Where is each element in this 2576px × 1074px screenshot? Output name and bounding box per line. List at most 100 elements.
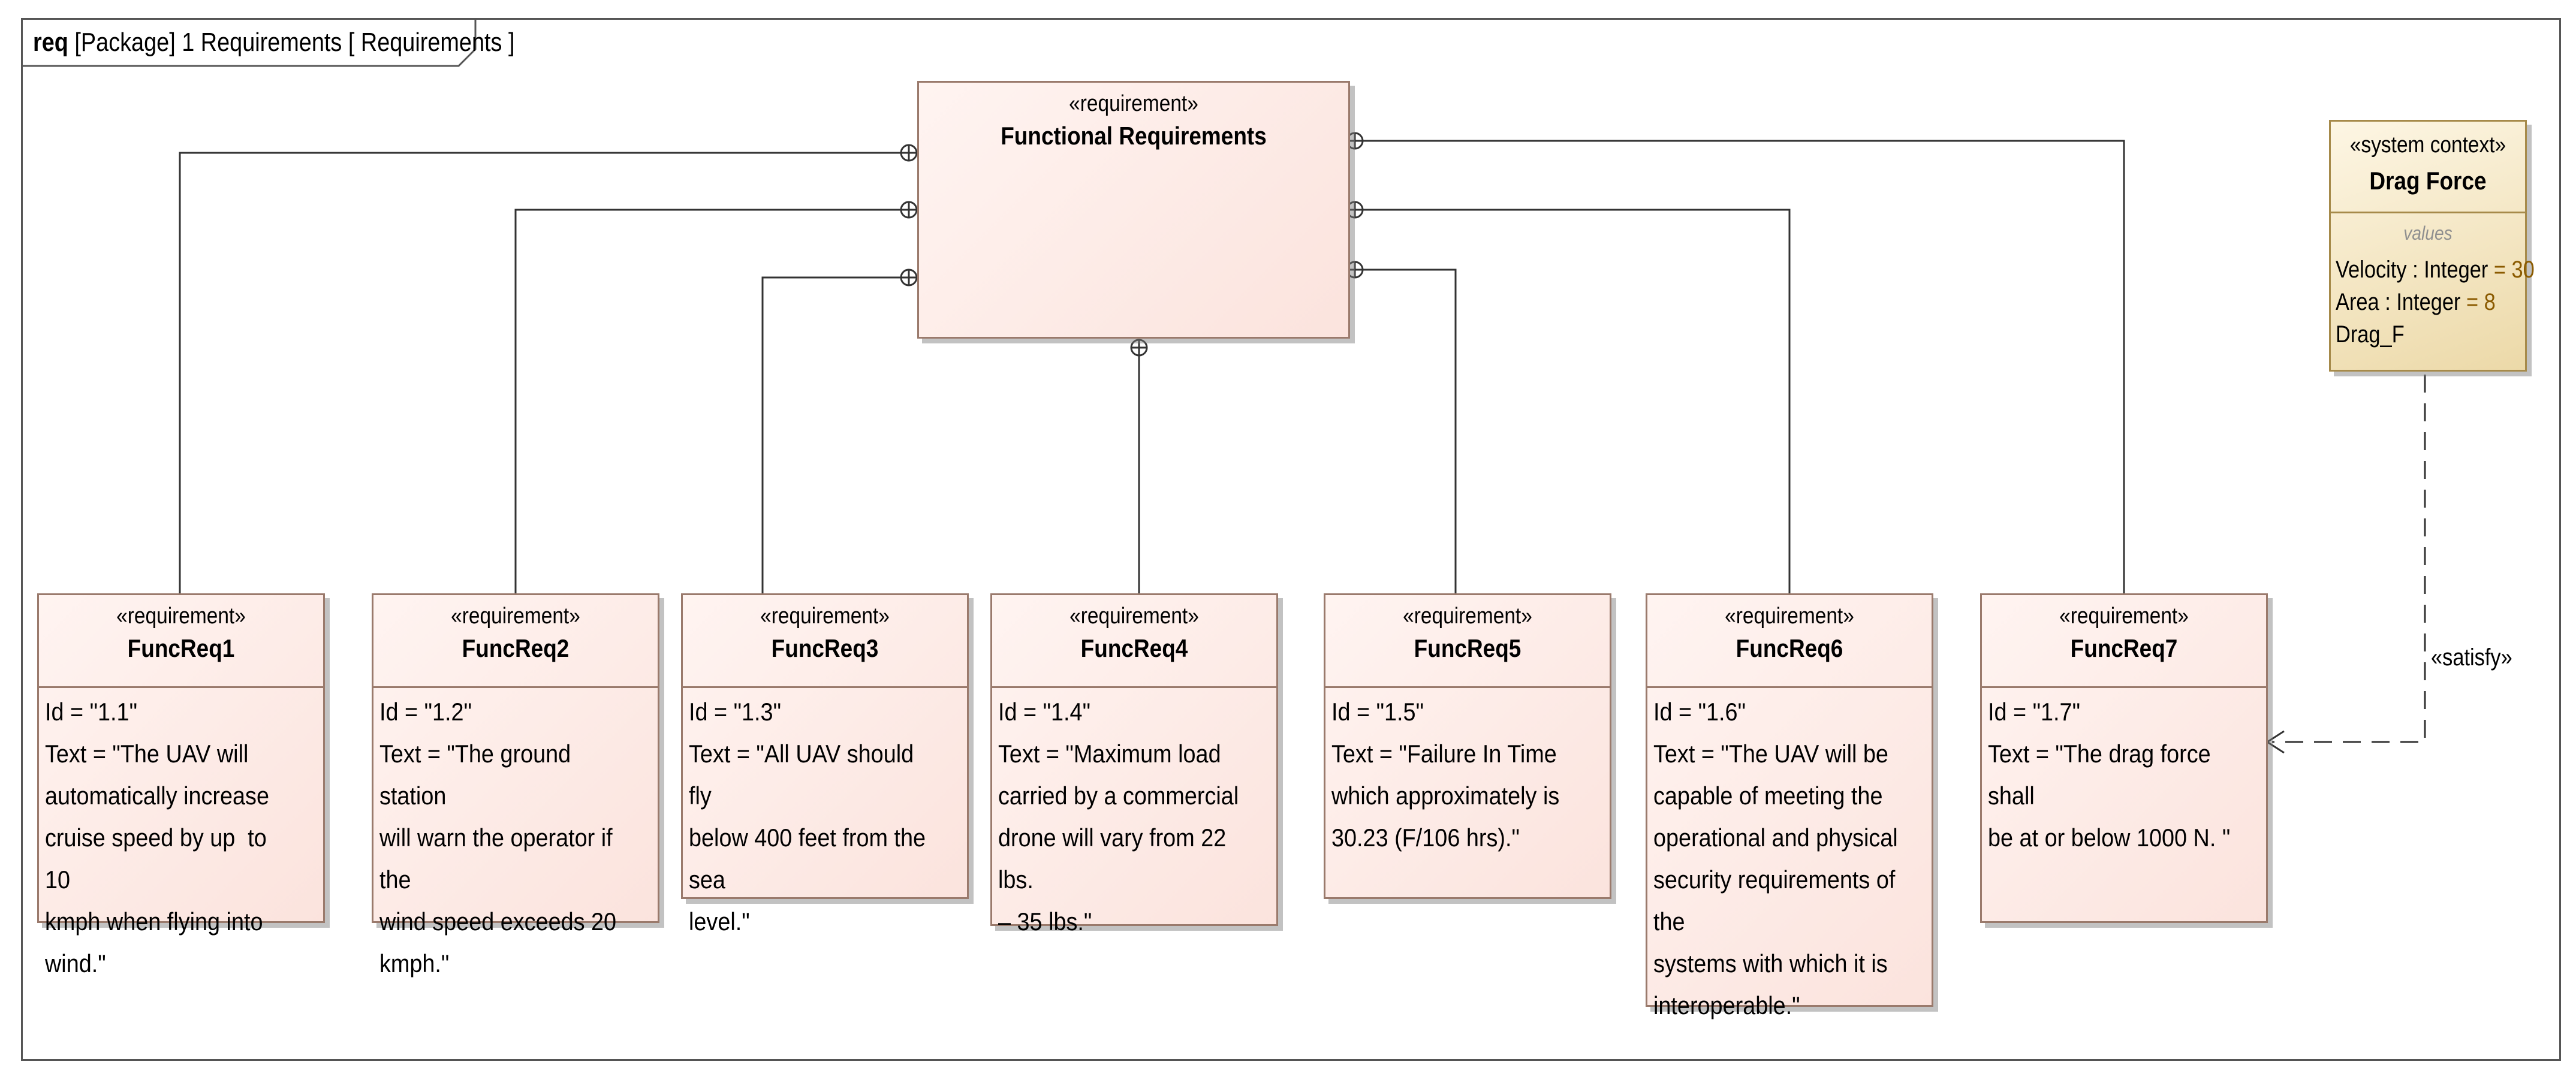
containment-markers — [900, 132, 1364, 357]
requirement-id: Id = "1.4" — [998, 698, 1090, 726]
containment-line-2 — [514, 209, 909, 593]
requirement-divider — [373, 686, 658, 688]
containment-line-3 — [761, 276, 909, 593]
requirement-name: FuncReq3 — [771, 634, 879, 662]
requirement-divider — [683, 686, 967, 688]
requirement-text-line: Text = "All UAV should fly — [689, 740, 920, 810]
requirement-divider — [1982, 686, 2266, 688]
value-name: Area — [2336, 289, 2379, 315]
requirement-attributes: Id = "1.5" Text = "Failure In Time which… — [1331, 691, 1578, 859]
requirement-text-line: Text = "The drag force shall — [1988, 740, 2218, 810]
requirement-text-line: below 400 feet from the sea — [689, 823, 932, 894]
requirement-attributes: Id = "1.3" Text = "All UAV should fly be… — [689, 691, 936, 943]
requirement-text-line: carried by a commercial — [998, 782, 1239, 810]
parent-stereotype: «requirement» — [1069, 91, 1198, 116]
requirement-stereotype: «requirement» — [451, 604, 580, 629]
requirement-stereotype: «requirement» — [1069, 604, 1199, 629]
requirement-attributes: Id = "1.2" Text = "The ground station wi… — [379, 691, 626, 985]
requirement-id: Id = "1.5" — [1331, 698, 1424, 726]
requirement-id: Id = "1.6" — [1653, 698, 1746, 726]
satisfy-dependency-line — [2272, 375, 2426, 743]
requirement-id: Id = "1.2" — [379, 698, 472, 726]
requirement-name: FuncReq7 — [2070, 634, 2178, 662]
context-name: Drag Force — [2369, 167, 2487, 195]
requirement-id: Id = "1.7" — [1988, 698, 2080, 726]
requirement-text-line: kmph." — [379, 949, 450, 978]
requirement-attributes: Id = "1.6" Text = "The UAV will be capab… — [1653, 691, 1900, 1027]
requirement-divider — [39, 686, 323, 688]
containment-line-1 — [179, 152, 909, 593]
requirement-text-line: systems with which it is — [1653, 949, 1888, 978]
requirement-divider — [1325, 686, 1610, 688]
containment-line-5 — [1355, 268, 1457, 593]
satisfy-label: «satisfy» — [2431, 644, 2512, 671]
requirement-text-line: – 35 lbs." — [998, 907, 1092, 936]
requirement-divider — [992, 686, 1276, 688]
context-divider — [2331, 212, 2525, 213]
requirement-stereotype: «requirement» — [1725, 604, 1854, 629]
value-type: : Integer — [2379, 289, 2461, 315]
requirement-text-line: Text = "The UAV will — [45, 740, 249, 768]
requirement-text-line: be at or below 1000 N. " — [1988, 823, 2231, 852]
parent-name: Functional Requirements — [1001, 122, 1267, 150]
functional-requirements-block[interactable]: «requirement» Functional Requirements — [917, 81, 1350, 339]
requirement-text-line: 30.23 (F/106 hrs)." — [1331, 823, 1520, 852]
value-velocity: Velocity : Integer = 30 — [2336, 254, 2535, 286]
requirement-text-line: automatically increase — [45, 782, 269, 810]
requirement-stereotype: «requirement» — [760, 604, 890, 629]
requirement-text-line: level." — [689, 907, 750, 936]
drag-force-system-context[interactable]: «system context» Drag Force values Veloc… — [2329, 120, 2535, 372]
frame-label-text: [Package] 1 Requirements [ Requirements … — [74, 28, 515, 57]
containment-line-7 — [1355, 140, 2125, 593]
requirement-attributes: Id = "1.1" Text = "The UAV will automati… — [45, 691, 292, 985]
requirement-text-line: security requirements of the — [1653, 865, 1902, 936]
value-area: Area : Integer = 8 — [2336, 286, 2535, 318]
requirement-divider — [1647, 686, 1932, 688]
requirement-text-line: Text = "Maximum load — [998, 740, 1221, 768]
requirement-funcreq7[interactable]: «requirement» FuncReq7 Id = "1.7" Text =… — [1980, 593, 2268, 923]
value-default: = 8 — [2460, 289, 2496, 315]
requirement-attributes: Id = "1.7" Text = "The drag force shall … — [1988, 691, 2235, 859]
requirement-stereotype: «requirement» — [116, 604, 246, 629]
diagram-frame — [21, 18, 2561, 1061]
requirement-text-line: wind speed exceeds 20 — [379, 907, 617, 936]
requirement-text-line: Text = "Failure In Time — [1331, 740, 1557, 768]
value-type: : Integer — [2406, 257, 2488, 283]
requirement-text-line: Text = "The UAV will be — [1653, 740, 1888, 768]
requirement-stereotype: «requirement» — [1403, 604, 1532, 629]
satisfy-arrowhead — [2265, 730, 2285, 754]
requirement-text-line: kmph when flying into wind." — [45, 907, 270, 978]
value-drag-f: Drag_F — [2336, 318, 2535, 351]
values-compartment-label: values — [2403, 222, 2453, 244]
requirement-text-line: operational and physical — [1653, 823, 1898, 852]
value-name: Velocity — [2336, 257, 2407, 283]
requirement-id: Id = "1.1" — [45, 698, 137, 726]
requirement-name: FuncReq4 — [1080, 634, 1188, 662]
frame-title: req [Package] 1 Requirements [ Requireme… — [33, 28, 514, 58]
requirement-text-line: interoperable." — [1653, 991, 1800, 1019]
requirement-text-line: cruise speed by up to 10 — [45, 823, 273, 894]
requirement-funcreq6[interactable]: «requirement» FuncReq6 Id = "1.6" Text =… — [1646, 593, 1933, 1019]
frame-tab-shape — [21, 18, 477, 67]
requirement-id: Id = "1.3" — [689, 698, 781, 726]
requirement-funcreq1[interactable]: «requirement» FuncReq1 Id = "1.1" Text =… — [37, 593, 325, 978]
requirement-text-line: Text = "The ground station — [379, 740, 577, 810]
requirement-text-line: capable of meeting the — [1653, 782, 1883, 810]
requirement-text-line: which approximately is — [1331, 782, 1560, 810]
requirement-stereotype: «requirement» — [2059, 604, 2189, 629]
containment-line-6 — [1355, 209, 1791, 593]
requirement-funcreq2[interactable]: «requirement» FuncReq2 Id = "1.2" Text =… — [372, 593, 659, 978]
requirement-funcreq5[interactable]: «requirement» FuncReq5 Id = "1.5" Text =… — [1324, 593, 1611, 899]
values-list: Velocity : Integer = 30 Area : Integer =… — [2336, 254, 2535, 351]
requirement-funcreq3[interactable]: «requirement» FuncReq3 Id = "1.3" Text =… — [681, 593, 969, 936]
requirement-name: FuncReq6 — [1736, 634, 1843, 662]
requirement-name: FuncReq1 — [127, 634, 235, 662]
context-stereotype: «system context» — [2349, 132, 2506, 158]
value-name: Drag_F — [2336, 321, 2405, 348]
requirement-text-line: will warn the operator if the — [379, 823, 619, 894]
frame-kind: req — [33, 28, 68, 57]
requirement-funcreq4[interactable]: «requirement» FuncReq4 Id = "1.4" Text =… — [990, 593, 1278, 936]
value-default: = 30 — [2488, 257, 2535, 283]
requirement-name: FuncReq2 — [462, 634, 570, 662]
